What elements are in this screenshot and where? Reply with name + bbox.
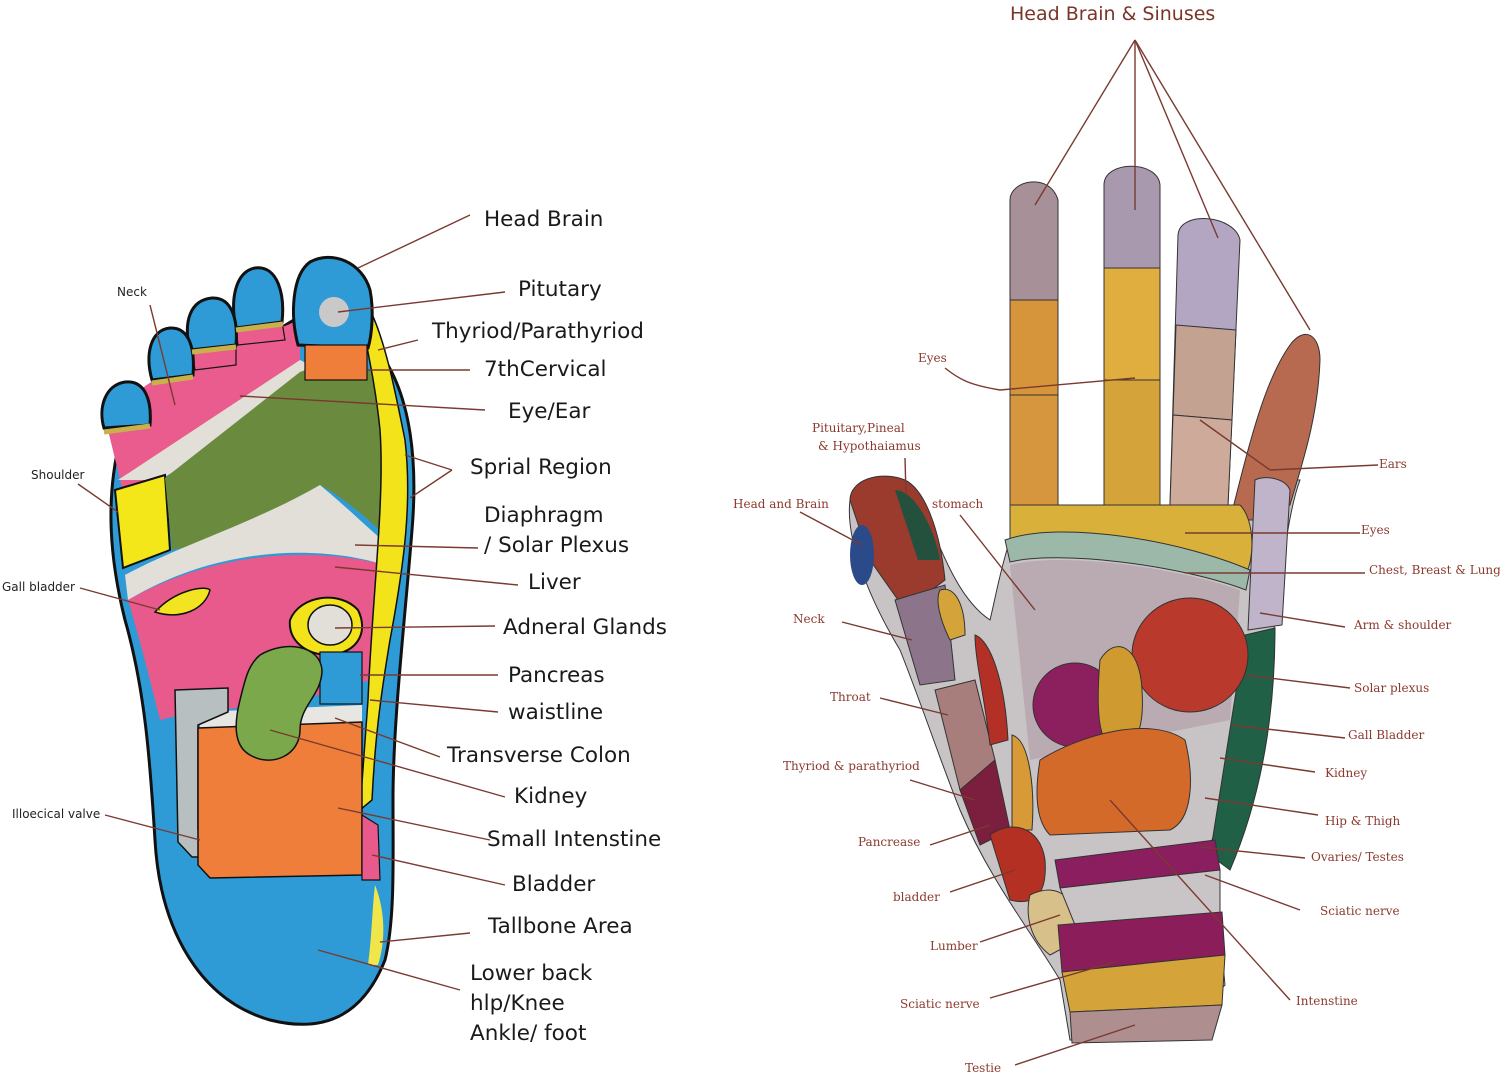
hand-label-bladder: bladder xyxy=(893,890,940,904)
palm-red-strip xyxy=(974,634,1009,746)
foot-toes xyxy=(100,255,374,435)
hand-title: Head Brain & Sinuses xyxy=(1010,3,1215,25)
label-lower-back: Lower back xyxy=(470,961,593,986)
label-pitutary: Pitutary xyxy=(518,277,602,302)
finger-little xyxy=(1229,333,1321,521)
palm-solar xyxy=(1131,597,1249,713)
hand-label-sciatic-left: Sciatic nerve xyxy=(900,997,980,1011)
palm-chest-band xyxy=(1004,531,1251,591)
hand-label-neck: Neck xyxy=(793,612,825,626)
finger-middle-base xyxy=(1103,379,1161,506)
hand-leaders xyxy=(799,39,1379,1066)
hand-label-testie: Testie xyxy=(965,1061,1001,1075)
finger-little-pad xyxy=(1247,477,1291,631)
hand-diagram: Head Brain & Sinuses Eyes Pituitary,Pine… xyxy=(733,3,1500,1075)
finger-index-base xyxy=(1009,394,1059,506)
label-kidney: Kidney xyxy=(514,784,588,809)
foot-tailbone-strip xyxy=(368,885,384,965)
palm-thumb-mustard xyxy=(937,588,966,641)
palm-yellow-strip xyxy=(1011,734,1034,831)
hand-label-intestine: Intenstine xyxy=(1296,994,1358,1008)
toe-stripes xyxy=(103,321,284,435)
label-pancreas: Pancreas xyxy=(508,663,605,688)
toe-2 xyxy=(232,266,285,330)
hand-label-eyes-top: Eyes xyxy=(918,351,947,365)
wrist-band-5 xyxy=(1069,1004,1223,1044)
label-gall-bladder: Gall bladder xyxy=(2,580,75,594)
finger-middle-mid xyxy=(1103,267,1161,381)
toe-5 xyxy=(100,380,152,430)
hand-label-eyes-right: Eyes xyxy=(1361,523,1390,537)
label-ankle: Ankle/ foot xyxy=(470,1021,586,1046)
foot-gallbladder xyxy=(153,587,211,616)
label-diaphragm-2: / Solar Plexus xyxy=(484,533,629,558)
label-eye-ear: Eye/Ear xyxy=(508,399,591,424)
label-cervical: 7thCervical xyxy=(484,357,606,382)
label-neck: Neck xyxy=(117,285,147,299)
foot-kidney xyxy=(235,645,323,761)
foot-eye-band xyxy=(118,360,330,480)
label-head-brain: Head Brain xyxy=(484,207,603,232)
label-spinal: Sprial Region xyxy=(470,455,612,480)
label-adrenal: Adneral Glands xyxy=(503,615,667,640)
label-tailbone: Tallbone Area xyxy=(487,914,633,939)
foot-diagram: Head Brain Pitutary Thyriod/Parathyriod … xyxy=(2,207,667,1046)
palm-pancreas xyxy=(989,826,1046,903)
foot-diaphragm-band xyxy=(125,485,388,600)
hand-label-head-brain: Head and Brain xyxy=(733,497,829,511)
hand-label-pituitary-1: Pituitary,Pineal xyxy=(812,421,905,435)
thumb-blue-dot xyxy=(850,525,874,585)
hand-label-stomach: stomach xyxy=(932,497,983,511)
hand-label-throat: Throat xyxy=(830,690,871,704)
label-transverse: Transverse Colon xyxy=(446,743,631,768)
hand-label-ears: Ears xyxy=(1379,457,1407,471)
foot-spine-strip xyxy=(359,309,409,812)
label-ileocecal: Illoecical valve xyxy=(12,807,100,821)
label-small-intestine: Small Intenstine xyxy=(487,827,661,852)
hand-label-chest: Chest, Breast & Lungs xyxy=(1369,563,1500,577)
label-thyroid: Thyriod/Parathyriod xyxy=(431,319,644,344)
foot-shoulder-zone xyxy=(113,473,172,570)
hand-label-thyroid: Thyriod & parathyriod xyxy=(783,759,920,773)
foot-small-intestine xyxy=(197,721,363,879)
label-shoulder: Shoulder xyxy=(31,468,85,482)
finger-index-mid xyxy=(1009,299,1059,396)
foot-pituitary-dot xyxy=(319,297,349,327)
foot-adrenal xyxy=(307,604,353,646)
thumb xyxy=(849,475,946,611)
label-liver: Liver xyxy=(528,570,581,595)
hand-label-kidney: Kidney xyxy=(1325,766,1367,780)
hand-label-ovaries: Ovaries/ Testes xyxy=(1311,850,1404,864)
hand-label-gall: Gall Bladder xyxy=(1348,728,1425,742)
palm-intestine xyxy=(1036,728,1191,836)
label-bladder: Bladder xyxy=(512,872,595,897)
finger-ring-base xyxy=(1169,414,1233,506)
label-hip-knee: hlp/Knee xyxy=(470,991,565,1016)
foot-lung-green xyxy=(165,365,394,550)
label-diaphragm-1: Diaphragm xyxy=(484,503,604,528)
hand-label-sciatic-right: Sciatic nerve xyxy=(1320,904,1400,918)
finger-ring-mid xyxy=(1172,324,1237,421)
toe-3 xyxy=(185,296,238,352)
foot-leaders xyxy=(77,214,519,991)
toe-4 xyxy=(147,326,195,382)
foot-bladder xyxy=(361,813,381,881)
label-waistline: waistline xyxy=(508,700,603,725)
hand-label-solar: Solar plexus xyxy=(1354,681,1429,695)
hand-label-pancreas: Pancrease xyxy=(858,835,920,849)
foot-cervical xyxy=(304,344,368,381)
hand-label-pituitary-2: & Hypothaiamus xyxy=(818,439,921,453)
hand-label-hip: Hip & Thigh xyxy=(1325,814,1401,828)
hand-label-arm: Arm & shoulder xyxy=(1353,618,1452,632)
foot-pancreas xyxy=(319,651,363,705)
thumb-green xyxy=(895,490,940,560)
hand-label-lumber: Lumber xyxy=(930,939,978,953)
